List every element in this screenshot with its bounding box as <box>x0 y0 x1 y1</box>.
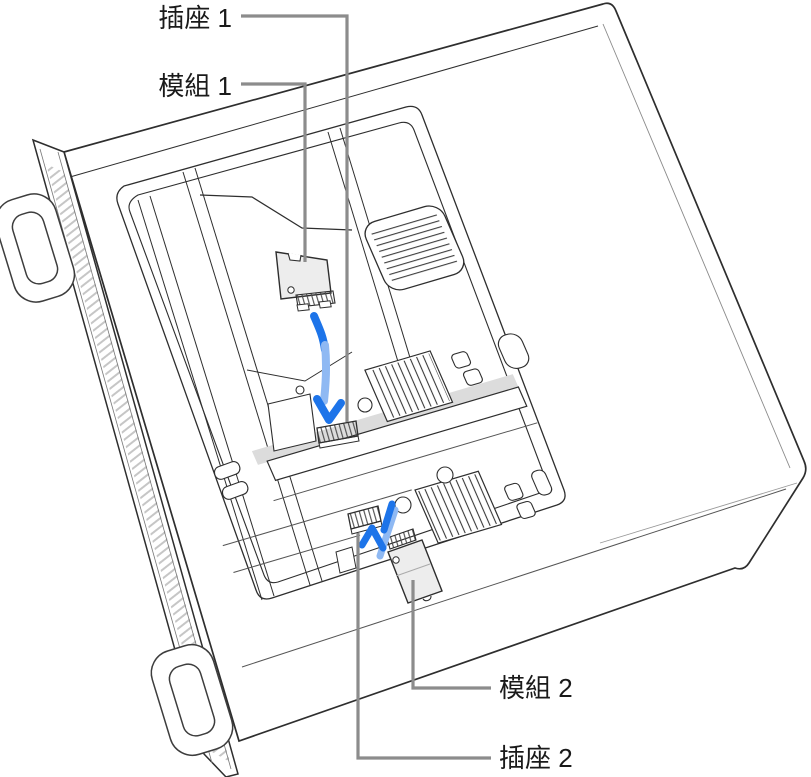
module-2-connector-fingers <box>386 528 417 550</box>
callout-line-socket-2 <box>356 533 491 760</box>
insert-arrow-2 <box>358 500 399 560</box>
callout-line-socket-1 <box>241 14 349 422</box>
callout-line-module-1 <box>241 82 307 262</box>
case-right-inner-line <box>602 23 791 469</box>
module-2-screw <box>392 556 400 564</box>
dimm-latches <box>451 333 553 520</box>
callout-line-module-2 <box>411 580 491 690</box>
heatsink-1 <box>364 350 454 423</box>
frame-outer-edge <box>116 105 566 600</box>
ssd-cover-bar <box>266 386 528 482</box>
label-socket-2: 插座 2 <box>499 743 573 773</box>
handle-top <box>0 193 76 303</box>
insert-arrow-1 <box>310 312 345 424</box>
board-edge-line <box>273 422 538 502</box>
board-lower-line-1 <box>222 489 412 547</box>
ssd-module-2 <box>386 528 443 604</box>
frame-latch-hooks <box>213 461 249 500</box>
bracket-panel-2 <box>335 546 357 574</box>
front-panel-lattice <box>46 164 230 762</box>
label-socket-1: 插座 1 <box>158 3 232 33</box>
fan-shroud-edge <box>199 194 353 231</box>
interior-parts <box>222 205 553 573</box>
ssd-module-1 <box>275 251 336 312</box>
case-bottom-seam <box>241 488 787 668</box>
standoff-posts <box>295 385 454 514</box>
bracket-panel <box>267 393 317 452</box>
label-module-2: 模組 2 <box>499 673 573 703</box>
ssd-socket-2 <box>347 505 383 535</box>
vent-grille <box>364 205 465 291</box>
callout-lines <box>241 14 491 760</box>
label-module-1: 模組 1 <box>158 71 232 101</box>
handle-bottom <box>150 643 234 757</box>
module-1-screw <box>287 286 295 294</box>
case-bottom-seam-2 <box>599 482 798 544</box>
arrow-1-head <box>313 395 345 424</box>
module-2-notch <box>422 595 432 602</box>
arrow-2-head <box>358 524 387 552</box>
board-lower-line-2 <box>233 534 361 573</box>
ssd-socket-1 <box>316 420 360 449</box>
module-1-notch <box>287 252 302 262</box>
board-cover-edge <box>246 351 353 382</box>
case-top-inner-line <box>69 25 599 178</box>
